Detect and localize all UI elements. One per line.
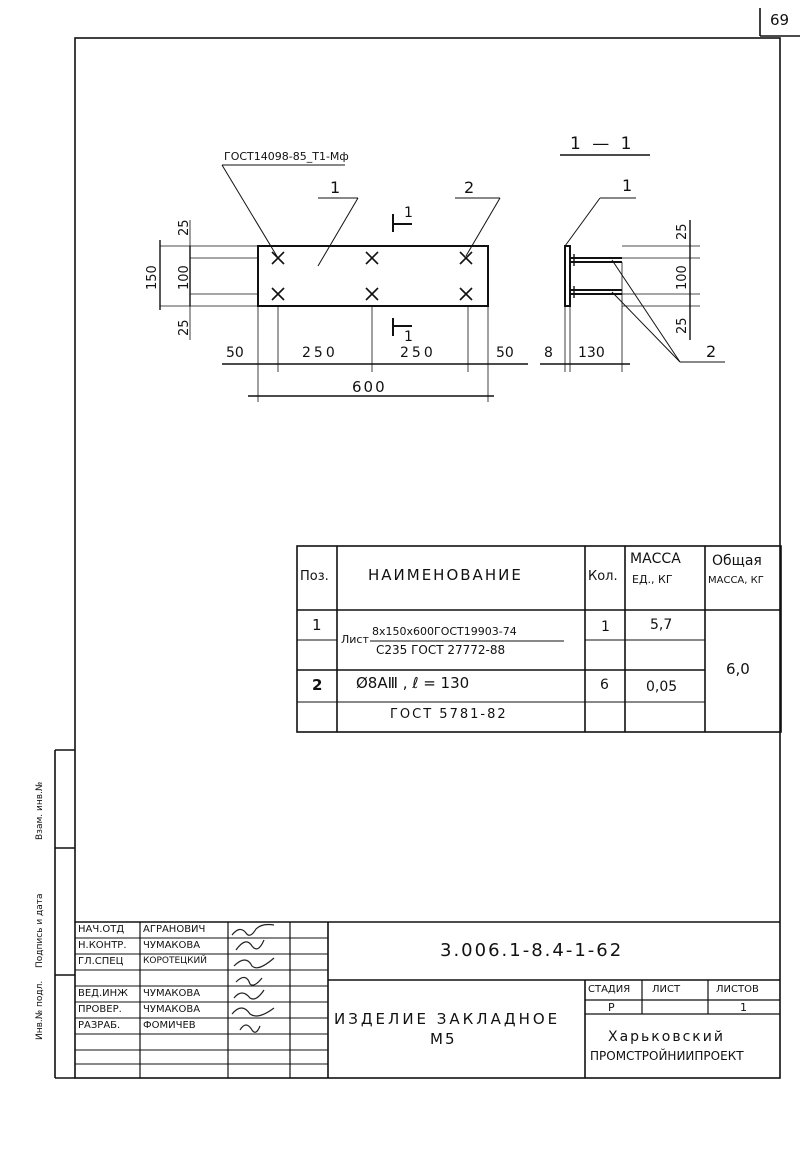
spec-row-2-poz: 2: [312, 676, 323, 694]
section-pos-1: 1: [622, 176, 633, 195]
dim-600: 600: [352, 378, 387, 396]
page-number: 69: [770, 11, 790, 29]
spec-row-2-mass: 0,05: [646, 679, 678, 695]
doc-code: 3.006.1-8.4-1-62: [440, 940, 624, 961]
spec-row-2-name: Ø8АⅢ , ℓ = 130: [356, 674, 470, 692]
sheets-label: Листов: [716, 984, 759, 995]
side-stamp-inv-podl: Инв.№ подл.: [35, 980, 45, 1040]
pos-2-label: 2: [464, 178, 475, 197]
dim-100: 100: [177, 265, 192, 290]
stage-value: Р: [608, 1001, 615, 1014]
section-dim-130: 130: [578, 345, 605, 361]
name-2: Коротецкий: [143, 956, 208, 966]
spec-header-poz: Поз.: [300, 569, 329, 584]
dim-50-left: 50: [226, 345, 244, 361]
sheet-label: Лист: [652, 984, 681, 995]
dim-25-top: 25: [177, 219, 192, 236]
section-pos-2: 2: [706, 342, 717, 361]
side-stamp-podpis: Подпись и дата: [35, 893, 45, 968]
spec-row-1-name-top: 8х150х600ГОСТ19903-74: [372, 625, 517, 638]
spec-total-mass: 6,0: [726, 660, 750, 678]
role-2: Гл.спец: [78, 956, 124, 967]
dim-250-a: 250: [302, 345, 338, 361]
spec-header-total-1: Общая: [712, 553, 762, 569]
sheets-value: 1: [740, 1001, 747, 1014]
dim-50-right: 50: [496, 345, 514, 361]
dim-150: 150: [145, 265, 160, 290]
stage-label: Стадия: [588, 984, 631, 995]
leader-label-gost: ГОСТ14098-85_Т1-Мф: [224, 150, 349, 163]
spec-header-name: Наименование: [368, 566, 523, 584]
side-stamp-vzam: Взам. инв.№: [35, 781, 45, 840]
section-dim-25-top: 25: [675, 223, 690, 240]
section-mark-bottom: 1: [404, 329, 413, 345]
spec-row-1-prefix: Лист: [341, 633, 369, 646]
section-mark-top: 1: [404, 205, 413, 221]
name-3: Чумакова: [143, 988, 201, 999]
role-0: Нач.отд: [78, 924, 125, 935]
dim-250-b: 250: [400, 345, 436, 361]
spec-row-1-poz: 1: [312, 616, 322, 634]
dim-25-bottom: 25: [177, 319, 192, 336]
role-1: Н.контр.: [78, 940, 127, 951]
role-5: Разраб.: [78, 1020, 121, 1031]
organization-1: Харьковский: [608, 1029, 725, 1045]
role-3: Вед.инж: [78, 988, 128, 999]
name-0: Агранович: [143, 924, 206, 935]
role-4: Провер.: [78, 1004, 122, 1015]
section-title: 1 — 1: [570, 134, 635, 154]
item-name-2: М5: [430, 1030, 457, 1048]
section-dim-8: 8: [544, 345, 553, 361]
name-4: Чумакова: [143, 1004, 201, 1015]
name-1: Чумакова: [143, 940, 201, 951]
spec-row-1-kol: 1: [601, 619, 610, 635]
spec-row-1-mass: 5,7: [650, 617, 673, 633]
spec-row-2-kol: 6: [600, 677, 609, 693]
section-dim-100: 100: [675, 265, 690, 290]
pos-1-label: 1: [330, 178, 341, 197]
spec-row-1-name-bottom: С235 ГОСТ 27772-88: [376, 643, 506, 657]
name-5: Фомичев: [143, 1020, 196, 1031]
spec-header-mass-2: ед., кг: [632, 573, 673, 586]
spec-header-kol: Кол.: [588, 569, 618, 584]
signatures: [231, 923, 275, 1033]
section-dim-25-bottom: 25: [675, 317, 690, 334]
spec-header-mass-1: Масса: [630, 551, 681, 567]
spec-row-2-name2: ГОСТ 5781-82: [390, 707, 508, 722]
spec-header-total-2: масса, кг: [708, 575, 764, 586]
organization-2: Промстройниипроект: [590, 1049, 744, 1063]
item-name-1: Изделие закладное: [334, 1010, 561, 1028]
